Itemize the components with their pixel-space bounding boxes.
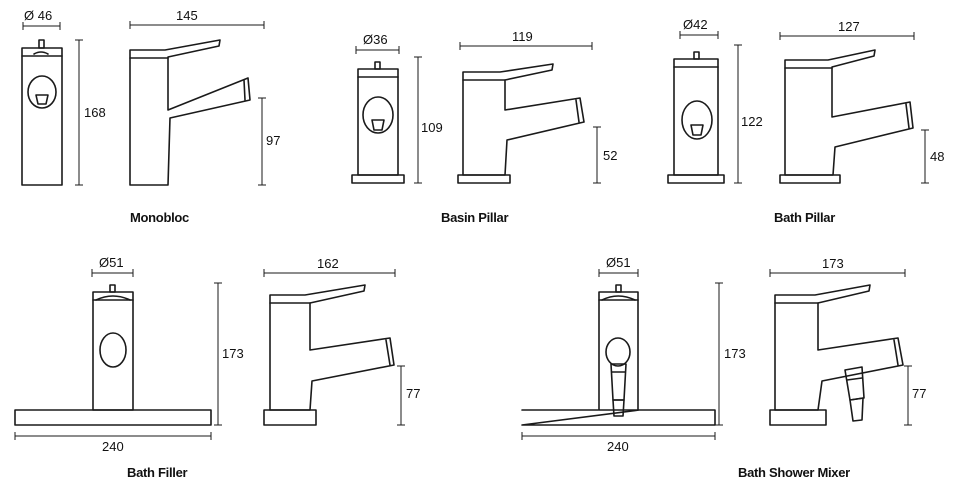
bath-filler-caption: Bath Filler xyxy=(127,465,188,480)
bath-pillar-spout-height: 48 xyxy=(930,149,944,164)
bath-filler-spout-height: 77 xyxy=(406,386,420,401)
basin-pillar-drawing: Ø36 109 119 52 Basin Pillar xyxy=(351,29,617,225)
bath-shower-mixer-spout-height: 77 xyxy=(912,386,926,401)
bath-shower-mixer-caption: Bath Shower Mixer xyxy=(738,465,850,480)
bath-filler-width: 240 xyxy=(102,439,124,454)
bath-pillar-front-view: Ø42 xyxy=(667,17,725,184)
monobloc-spout-height: 97 xyxy=(266,133,280,148)
monobloc-front-view: Ø 46 xyxy=(21,8,63,186)
bath-pillar-front-dim: Ø42 xyxy=(683,17,708,32)
bath-filler-side-view: 162 xyxy=(263,256,396,426)
bath-shower-mixer-side-dim: 173 xyxy=(822,256,844,271)
bath-pillar-side-dim: 127 xyxy=(838,19,860,34)
basin-pillar-side-dim: 119 xyxy=(512,29,533,44)
monobloc-height: 168 xyxy=(84,105,106,120)
monobloc-front-dim: Ø 46 xyxy=(24,8,52,23)
bath-pillar-side-view: 127 xyxy=(779,19,915,184)
bath-shower-mixer-height: 173 xyxy=(724,346,746,361)
monobloc-drawing: Ø 46 168 145 97 Monobloc xyxy=(21,8,280,225)
basin-pillar-caption: Basin Pillar xyxy=(441,210,508,225)
basin-pillar-spout-height: 52 xyxy=(603,148,617,163)
bath-pillar-height: 122 xyxy=(741,114,763,129)
bath-filler-height: 173 xyxy=(222,346,244,361)
monobloc-caption: Monobloc xyxy=(130,210,189,225)
bath-shower-mixer-side-view: 173 xyxy=(769,256,906,426)
bath-pillar-caption: Bath Pillar xyxy=(774,210,835,225)
monobloc-side-dim: 145 xyxy=(176,8,198,23)
bath-pillar-drawing: Ø42 122 127 48 Bath Pillar xyxy=(667,17,944,225)
basin-pillar-side-view: 119 xyxy=(457,29,593,184)
bath-filler-drawing: Ø51 173 240 162 77 Bath Filler xyxy=(14,255,420,480)
basin-pillar-front-dim: Ø36 xyxy=(363,32,388,47)
bath-shower-mixer-width: 240 xyxy=(607,439,629,454)
basin-pillar-front-view: Ø36 xyxy=(351,32,405,184)
bath-shower-mixer-front-view: Ø51 xyxy=(521,255,716,426)
bath-filler-front-view: Ø51 xyxy=(14,255,212,426)
bath-filler-side-dim: 162 xyxy=(317,256,339,271)
monobloc-side-view: 145 xyxy=(129,8,265,186)
bath-filler-front-dim: Ø51 xyxy=(99,255,124,270)
bath-shower-mixer-front-dim: Ø51 xyxy=(606,255,631,270)
bath-shower-mixer-drawing: Ø51 173 240 173 xyxy=(521,255,926,480)
basin-pillar-height: 109 xyxy=(421,120,443,135)
